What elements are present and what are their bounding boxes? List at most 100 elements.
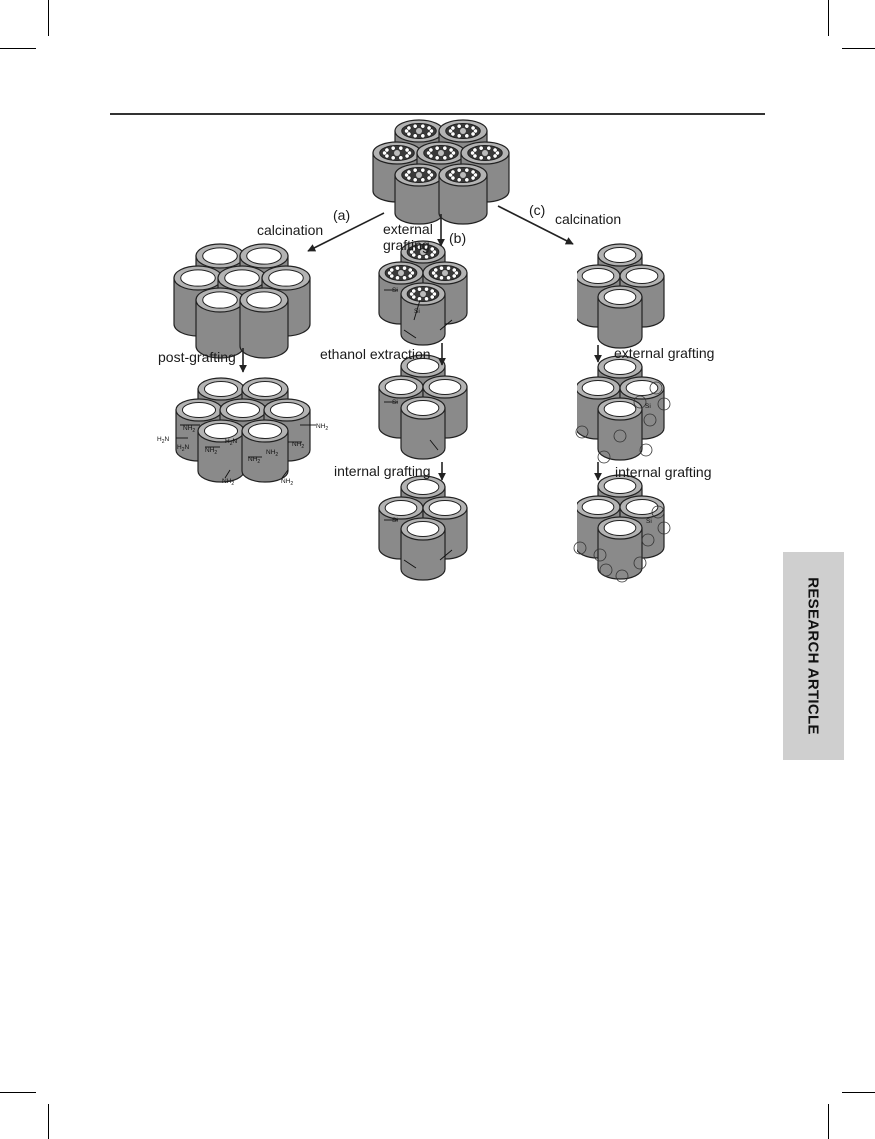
pore-cylinder xyxy=(241,419,289,483)
template-core xyxy=(398,270,404,276)
pore-opening xyxy=(202,291,238,309)
template-dot xyxy=(417,286,422,292)
pore-opening xyxy=(603,401,637,417)
pore-cylinder xyxy=(400,282,446,346)
research-article-side-tab: RESEARCH ARTICLE xyxy=(783,552,844,760)
silicon-label: Si xyxy=(414,308,420,315)
amine-label: NH2 xyxy=(266,449,278,458)
template-dot xyxy=(470,131,476,137)
template-dot xyxy=(407,273,413,279)
phenyl-ring xyxy=(599,563,613,577)
pore-opening xyxy=(428,500,462,516)
template-dot xyxy=(464,133,470,139)
process-arrow xyxy=(307,212,385,252)
template-dot xyxy=(439,275,444,281)
pore-opening xyxy=(603,247,637,263)
template-dot xyxy=(472,147,478,153)
ethanol-extraction-label: ethanol extraction xyxy=(320,346,431,362)
template-dot xyxy=(404,153,410,159)
template-dot xyxy=(406,169,412,175)
template-dot xyxy=(420,123,426,129)
pore-opening xyxy=(180,269,216,287)
amine-label: NH2 xyxy=(316,423,328,432)
template-dot xyxy=(434,145,440,151)
template-core xyxy=(420,291,426,297)
amine-label: NH2 xyxy=(292,441,304,450)
crop-mask xyxy=(540,250,577,590)
template-dot xyxy=(412,133,418,139)
cylinder-wall xyxy=(400,407,446,460)
pore-bundle xyxy=(575,355,665,461)
cylinder-wall xyxy=(400,528,446,581)
pore-opening xyxy=(406,521,440,537)
pore-cylinder xyxy=(239,287,289,359)
phenyl-ring xyxy=(657,397,671,411)
template-dot xyxy=(398,155,404,161)
post-grafting-label: post-grafting xyxy=(158,349,236,365)
crop-mark-top-right-v xyxy=(828,0,829,36)
template-dot xyxy=(492,147,498,153)
template-dot xyxy=(384,147,390,153)
pore-opening xyxy=(203,423,239,439)
phenyl-ring xyxy=(615,569,629,583)
pore-cylinder xyxy=(597,516,643,580)
cylinder-wall xyxy=(239,299,289,359)
template-dot xyxy=(470,125,476,131)
graft-bond xyxy=(439,549,453,561)
graft-bond xyxy=(281,469,289,479)
phenyl-ring xyxy=(649,381,663,395)
template-dot xyxy=(464,167,470,173)
template-dot xyxy=(406,125,412,131)
template-dot xyxy=(451,273,457,279)
template-dot xyxy=(446,265,451,271)
pore-cylinder xyxy=(394,163,444,225)
pore-bundle xyxy=(175,377,311,483)
template-dot xyxy=(429,288,435,294)
template-dot xyxy=(395,275,400,281)
phenyl-ring xyxy=(597,450,611,464)
calcination-a-label: calcination xyxy=(257,222,323,238)
pore-bundle xyxy=(575,243,665,349)
template-dot xyxy=(456,177,462,183)
template-core xyxy=(416,128,422,134)
pore-opening xyxy=(603,520,637,536)
phenyl-ring xyxy=(613,429,627,443)
crop-mark-bottom-left-v xyxy=(48,1104,49,1139)
template-dot xyxy=(420,177,426,183)
pore-cylinder xyxy=(195,287,245,359)
template-dot xyxy=(450,125,456,131)
pore-opening xyxy=(406,400,440,416)
template-dot xyxy=(448,147,454,153)
template-dot xyxy=(442,145,448,151)
template-dot xyxy=(486,145,492,151)
amine-label-reverse: H2N xyxy=(225,438,237,447)
route-a-label: (a) xyxy=(333,207,350,223)
template-dot xyxy=(433,267,439,273)
template-core xyxy=(442,270,448,276)
pore-bundle xyxy=(378,475,468,581)
graft-bond xyxy=(403,329,417,339)
pore-opening xyxy=(581,499,615,515)
route-b-label: (b) xyxy=(449,230,466,246)
cylinder-wall xyxy=(400,293,446,346)
phenyl-ring xyxy=(651,505,665,519)
pore-bundle xyxy=(173,243,311,359)
amine-label: NH2 xyxy=(281,478,293,487)
phenyl-ring xyxy=(593,548,607,562)
calcination-c-label: calcination xyxy=(555,211,621,227)
template-dot xyxy=(429,252,435,258)
process-arrows xyxy=(239,205,602,481)
pore-cylinder xyxy=(438,163,488,225)
pore-cylinder xyxy=(597,285,643,349)
pore-opening xyxy=(247,381,283,397)
silicon-label: Si xyxy=(392,287,398,294)
pore-opening xyxy=(625,499,659,515)
amine-label-reverse: H2N xyxy=(157,436,169,445)
pore-opening xyxy=(202,247,238,265)
crop-mark-bottom-left-h xyxy=(0,1092,36,1093)
template-dot xyxy=(420,133,426,139)
cylinder-wall xyxy=(597,408,643,461)
surface-groups xyxy=(176,289,671,583)
pore-opening xyxy=(603,289,637,305)
header-rule xyxy=(110,113,765,115)
